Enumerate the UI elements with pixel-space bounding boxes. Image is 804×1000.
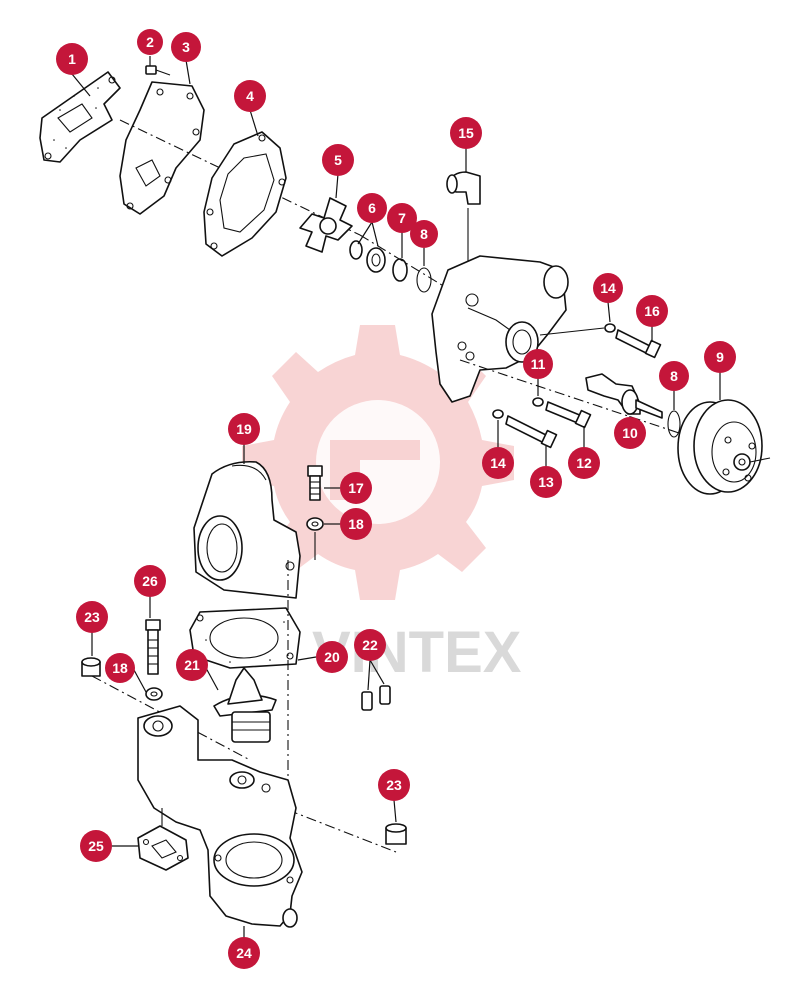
part-9-pulley	[677, 399, 771, 495]
svg-text:6: 6	[368, 200, 376, 216]
callout-10: 10	[614, 417, 646, 449]
svg-text:11: 11	[531, 356, 546, 372]
part-26-bolt	[145, 619, 161, 675]
callout-17: 17	[340, 472, 372, 504]
callout-24: 24	[228, 937, 260, 969]
callout-1: 1	[56, 43, 88, 75]
svg-text:24: 24	[236, 945, 252, 961]
callout-23-left: 23	[76, 601, 108, 633]
svg-text:18: 18	[348, 516, 364, 532]
part-8-snap-ring	[416, 267, 432, 293]
callout-26: 26	[134, 565, 166, 597]
part-18-washer-upper	[306, 517, 324, 531]
callout-7: 7	[387, 203, 417, 233]
part-10-shaft-bearing	[585, 373, 663, 419]
callout-4: 4	[234, 80, 266, 112]
svg-text:2: 2	[146, 34, 154, 50]
part-15-elbow-fitting	[446, 171, 481, 300]
svg-text:14: 14	[490, 455, 506, 471]
svg-text:3: 3	[182, 39, 190, 55]
callout-14-upper: 14	[593, 273, 623, 303]
callout-8-upper: 8	[410, 220, 438, 248]
part-25-gasket	[137, 825, 189, 871]
svg-text:26: 26	[142, 573, 158, 589]
svg-text:1: 1	[68, 51, 76, 67]
svg-text:8: 8	[420, 226, 428, 242]
svg-text:14: 14	[600, 280, 616, 296]
part-8-snap-ring-pulley	[667, 410, 681, 438]
callout-5: 5	[322, 144, 354, 176]
part-17-bolt	[307, 465, 323, 501]
part-20-gasket	[189, 607, 301, 669]
callout-badges: 1 2 3 4 5 6 7 8 8 9 10 11 12 13 14 14 15…	[56, 29, 736, 969]
svg-text:5: 5	[334, 152, 342, 168]
part-7-o-ring	[392, 258, 408, 282]
part-23-plug-right	[385, 823, 407, 845]
svg-text:9: 9	[716, 349, 724, 365]
part-13-bolt	[505, 415, 558, 449]
svg-text:21: 21	[184, 657, 200, 673]
part-16-bolt	[615, 329, 662, 359]
svg-text:7: 7	[398, 210, 406, 226]
part-21-thermostat	[213, 667, 277, 743]
svg-text:4: 4	[246, 88, 254, 104]
svg-text:22: 22	[362, 637, 378, 653]
svg-text:19: 19	[236, 421, 252, 437]
callout-11: 11	[523, 349, 553, 379]
callout-12: 12	[568, 447, 600, 479]
svg-text:23: 23	[386, 777, 402, 793]
callout-18-lower: 18	[105, 653, 135, 683]
part-18-washer-lower	[145, 687, 163, 701]
part-5-impeller	[299, 197, 353, 253]
callout-19: 19	[228, 413, 260, 445]
leader-lines	[71, 56, 721, 938]
part-22-dowel-pins	[361, 685, 391, 711]
callout-8-lower: 8	[659, 361, 689, 391]
callout-21: 21	[176, 649, 208, 681]
part-1-gasket	[39, 71, 121, 163]
part-23-plug-left	[81, 657, 101, 677]
svg-text:25: 25	[88, 838, 104, 854]
callout-20: 20	[316, 641, 348, 673]
callout-25: 25	[80, 830, 112, 862]
water-pump-body	[431, 255, 569, 403]
part-14-washer-lower	[492, 409, 504, 419]
callout-13: 13	[530, 466, 562, 498]
callout-9: 9	[704, 341, 736, 373]
part-14-washer-upper	[604, 323, 616, 333]
part-19-thermostat-housing	[193, 460, 301, 599]
callout-3: 3	[171, 32, 201, 62]
callout-18-upper: 18	[340, 508, 372, 540]
svg-text:17: 17	[348, 480, 364, 496]
callout-14-lower: 14	[482, 447, 514, 479]
callout-22: 22	[354, 629, 386, 661]
part-4-pump-gasket	[203, 131, 287, 257]
svg-text:18: 18	[112, 660, 128, 676]
callout-16: 16	[636, 295, 668, 327]
callout-23-right: 23	[378, 769, 410, 801]
part-24-outlet-manifold	[137, 705, 303, 928]
svg-text:13: 13	[538, 474, 554, 490]
svg-text:15: 15	[458, 125, 474, 141]
svg-text:12: 12	[576, 455, 592, 471]
part-6-seal	[349, 240, 386, 273]
callout-6: 6	[357, 193, 387, 223]
part-11-washer	[532, 397, 544, 407]
callout-2: 2	[137, 29, 163, 55]
svg-text:16: 16	[644, 303, 660, 319]
svg-text:20: 20	[324, 649, 340, 665]
part-3-cover-plate	[119, 81, 205, 215]
svg-text:10: 10	[622, 425, 638, 441]
callout-15: 15	[450, 117, 482, 149]
part-2-screw	[145, 65, 171, 76]
svg-text:23: 23	[84, 609, 100, 625]
part-12-bolt	[545, 401, 592, 429]
svg-text:8: 8	[670, 368, 678, 384]
